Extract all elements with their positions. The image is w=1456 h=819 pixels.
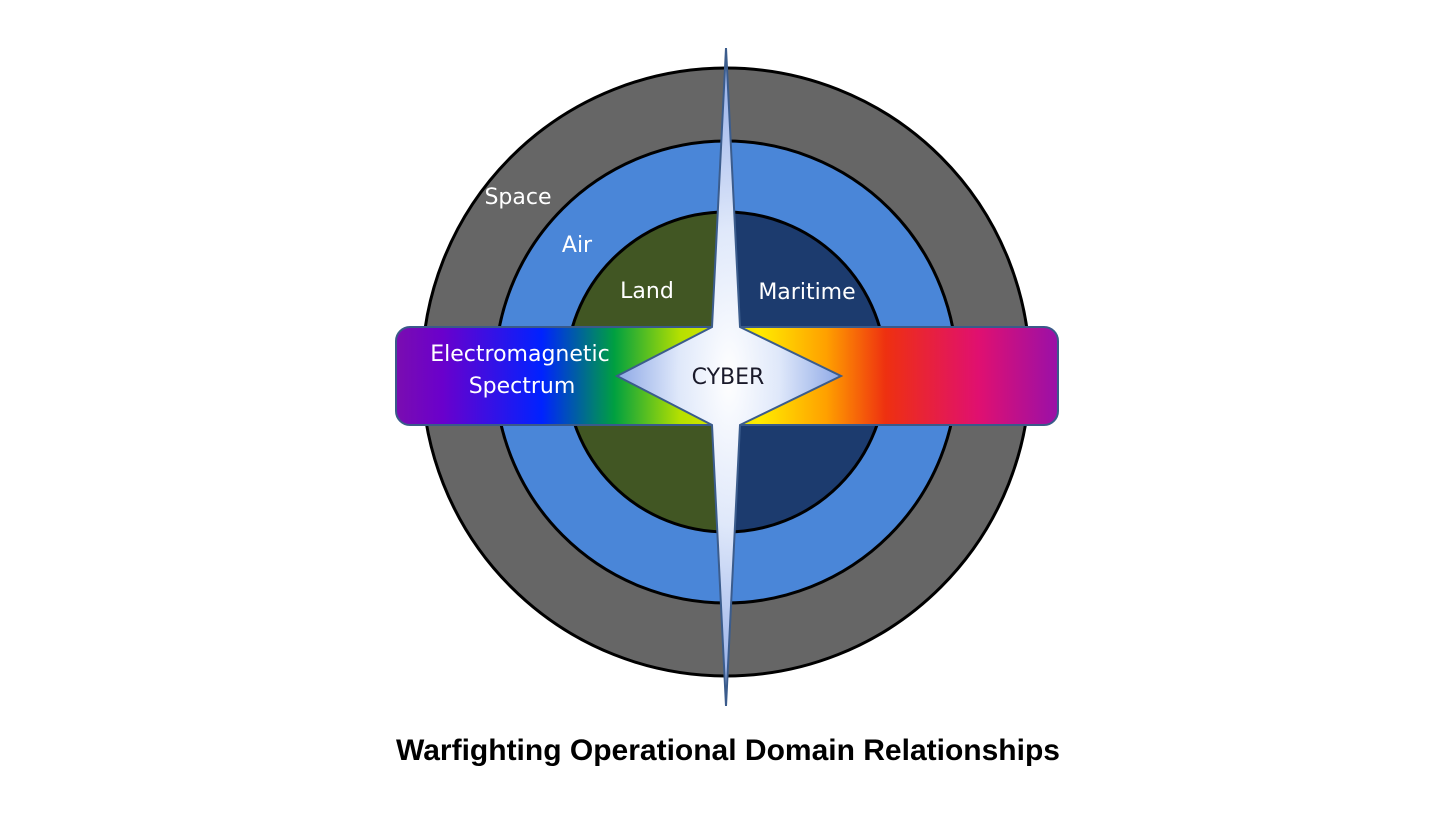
space-label: Space: [484, 185, 551, 210]
em-spectrum-label-line1: Electromagnetic: [430, 342, 609, 367]
air-label: Air: [562, 233, 593, 258]
cyber-star: [614, 47, 844, 707]
em-spectrum-label-line2: Spectrum: [469, 374, 576, 399]
maritime-label: Maritime: [758, 280, 855, 305]
diagram-caption: Warfighting Operational Domain Relations…: [396, 734, 1060, 767]
land-label: Land: [620, 279, 674, 304]
cyber-label: CYBER: [692, 365, 765, 390]
